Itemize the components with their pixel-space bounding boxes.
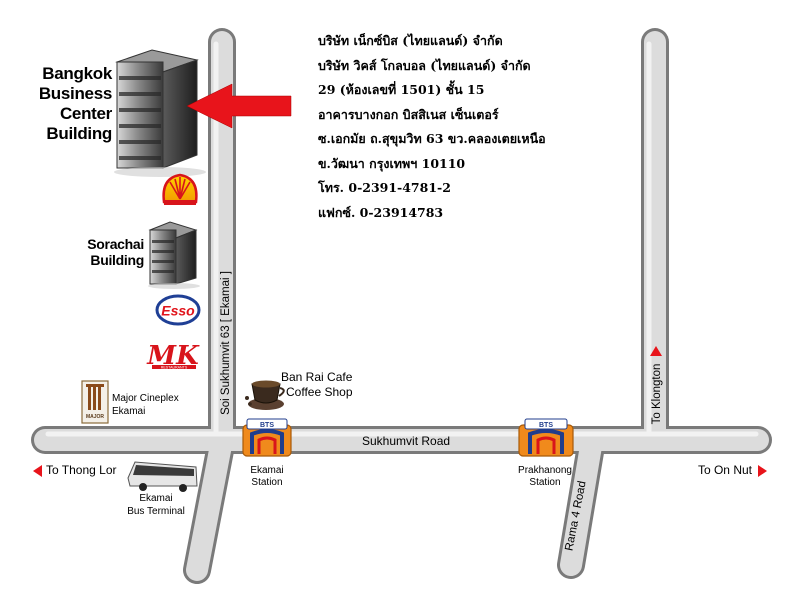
cafe-label-line: Coffee Shop (286, 385, 353, 399)
address-line: แฟกซ์. 0-23914783 (318, 204, 444, 220)
major-cineplex-logo: MAJOR (81, 380, 109, 424)
arrow-right-icon (758, 465, 767, 477)
sukhumvit-road-label: Sukhumvit Road (362, 434, 451, 448)
sorachai-label-line: Building (90, 252, 144, 268)
esso-logo: Esso (155, 294, 201, 326)
address-line: บริษัท เน็กซ์บิส (ไทยแลนด์) จำกัด (318, 33, 503, 48)
bbc-label-line: Bangkok (42, 64, 112, 83)
mk-restaurants-logo: MK RESTAURANTS (146, 341, 200, 371)
address-line: อาคารบางกอก บิสสิเนส เซ็นเตอร์ (318, 106, 499, 122)
ekamai-bus-terminal-label: Ekamai Bus Terminal (116, 492, 196, 518)
bbc-label-line: Center (59, 104, 112, 123)
arrow-left-icon (33, 465, 42, 477)
prakhanong-station-line: Prakhanong (518, 465, 572, 476)
address-line: 29 (ห้องเลขที่ 1501) ชั้น 15 (318, 82, 485, 97)
bts-prakhanong-text: BTS (539, 422, 553, 429)
prakhanong-station-line: Station (529, 477, 561, 488)
to-klongton-label: To Klongton (651, 364, 663, 425)
address-line: ข.วัฒนา กรุงเทพฯ 10110 (318, 155, 466, 171)
bangkok-business-center-icon (114, 49, 206, 177)
bts-ekamai-text: BTS (260, 422, 274, 429)
bus-terminal-line: Bus Terminal (127, 506, 185, 517)
esso-logo-text: Esso (161, 303, 195, 319)
bts-ekamai-icon: BTS (242, 418, 292, 457)
major-logo-text: MAJOR (86, 414, 104, 420)
red-pointer-arrow-icon (186, 83, 292, 129)
major-cineplex-label: Major Cineplex Ekamai (112, 392, 179, 418)
soi-sukhumvit-63-label: Soi Sukhumvit 63 [ Ekamai ] (220, 271, 232, 415)
bbc-label-line: Building (46, 124, 112, 143)
address-line: โทร. 0-2391-4781-2 (318, 180, 451, 195)
bangkok-business-center-label: Bangkok Business Center Building (39, 64, 112, 144)
major-label-line: Major Cineplex (112, 393, 179, 404)
bts-prakhanong-icon: BTS (518, 418, 574, 457)
arrow-up-icon (650, 346, 662, 356)
roads-fill (34, 31, 769, 581)
bus-terminal-line: Ekamai (139, 493, 173, 504)
sorachai-building-label: Sorachai Building (87, 236, 144, 268)
sorachai-building-icon (148, 221, 200, 289)
sorachai-label-line: Sorachai (87, 236, 144, 252)
shell-icon (162, 173, 198, 205)
company-address-block: บริษัท เน็กซ์บิส (ไทยแลนด์) จำกัด บริษัท… (318, 33, 546, 230)
address-line: บริษัท วิคส์ โกลบอล (ไทยแลนด์) จำกัด (318, 57, 531, 73)
ekamai-station-line: Ekamai (250, 465, 284, 476)
bus-icon (127, 461, 198, 492)
mk-logo-subtext: RESTAURANTS (161, 365, 188, 369)
ban-rai-cafe-label: Ban Rai Cafe Coffee Shop (281, 370, 353, 400)
ekamai-station-label: Ekamai Station (247, 465, 287, 489)
major-label-line: Ekamai (112, 406, 146, 417)
prakhanong-station-label: Prakhanong Station (510, 465, 580, 489)
cafe-label-line: Ban Rai Cafe (281, 370, 353, 384)
coffee-cup-icon (245, 380, 285, 410)
address-line: ซ.เอกมัย ถ.สุขุมวิท 63 ขว.คลองเตยเหนือ (318, 131, 546, 146)
bbc-label-line: Business (38, 84, 112, 103)
ekamai-station-line: Station (251, 477, 283, 488)
to-on-nut-label: To On Nut (697, 463, 752, 477)
to-thong-lor-label: To Thong Lor (46, 463, 117, 477)
